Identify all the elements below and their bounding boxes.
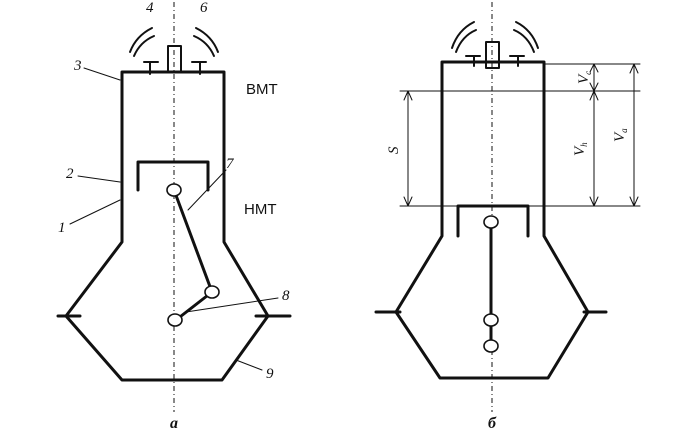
- panel-a-label-4: 4: [146, 0, 154, 16]
- panel-a-leader-3: [83, 67, 121, 81]
- panel-b-stroke-dimension: [403, 90, 413, 207]
- panel-b-cylinder-outline: [394, 60, 590, 380]
- panel-a-intake-port: [129, 27, 159, 75]
- panel-b-vh-label: Vh: [572, 142, 589, 156]
- panel-a-leader-7: [187, 169, 227, 211]
- panel-a-tdc-label: ВМТ: [246, 81, 278, 98]
- panel-a-label-6: 6: [200, 0, 208, 16]
- panel-a-connecting-rod: [172, 188, 214, 294]
- panel-a-bdc-label: НМТ: [244, 201, 277, 218]
- panel-b-vc-label: Vc: [576, 71, 593, 84]
- panel-a-label-8: 8: [282, 288, 290, 304]
- panel-a-leader-9: [235, 359, 263, 371]
- panel-b-vh-dimension: [589, 90, 599, 207]
- panel-a-caption: а: [170, 415, 178, 432]
- panel-b-va-dimension: [629, 63, 639, 207]
- panel-b-spark-plug: [485, 41, 500, 69]
- panel-a-label-7: 7: [226, 156, 235, 172]
- panel-b-crank-pin: [483, 313, 499, 327]
- panel-a-crankshaft-axis: [167, 313, 183, 327]
- panel-a-label-2: 2: [66, 166, 74, 182]
- panel-a-label-3: 3: [73, 58, 82, 74]
- panel-b-caption: б: [488, 415, 497, 432]
- panel-b-crankshaft-axis: [483, 339, 499, 353]
- panel-b-piston-pin: [483, 215, 499, 229]
- panel-a-leader-8: [185, 297, 279, 313]
- panel-a-spark-plug: [167, 45, 182, 73]
- panel-b-intake-port: [451, 21, 481, 67]
- panel-a: 4 6 3 2 1 7 8 9 ВМТ НМТ а: [56, 0, 292, 432]
- panel-a-label-1: 1: [58, 220, 66, 236]
- panel-a-label-9: 9: [266, 366, 274, 382]
- panel-a-leader-2: [77, 175, 121, 183]
- panel-a-exhaust-port: [191, 27, 219, 75]
- panel-a-cylinder-outline: [64, 70, 270, 382]
- panel-a-piston: [136, 160, 210, 192]
- panel-a-crank-pin: [204, 285, 220, 299]
- panel-b-va-label: Va: [612, 128, 629, 142]
- panel-b: S Vc Vh Va б: [374, 2, 641, 432]
- panel-b-exhaust-port: [509, 21, 539, 67]
- panel-b-stroke-label: S: [386, 146, 402, 154]
- panel-a-crank-arm: [174, 290, 214, 322]
- panel-a-leader-1: [69, 199, 121, 225]
- panel-a-piston-pin: [166, 183, 182, 197]
